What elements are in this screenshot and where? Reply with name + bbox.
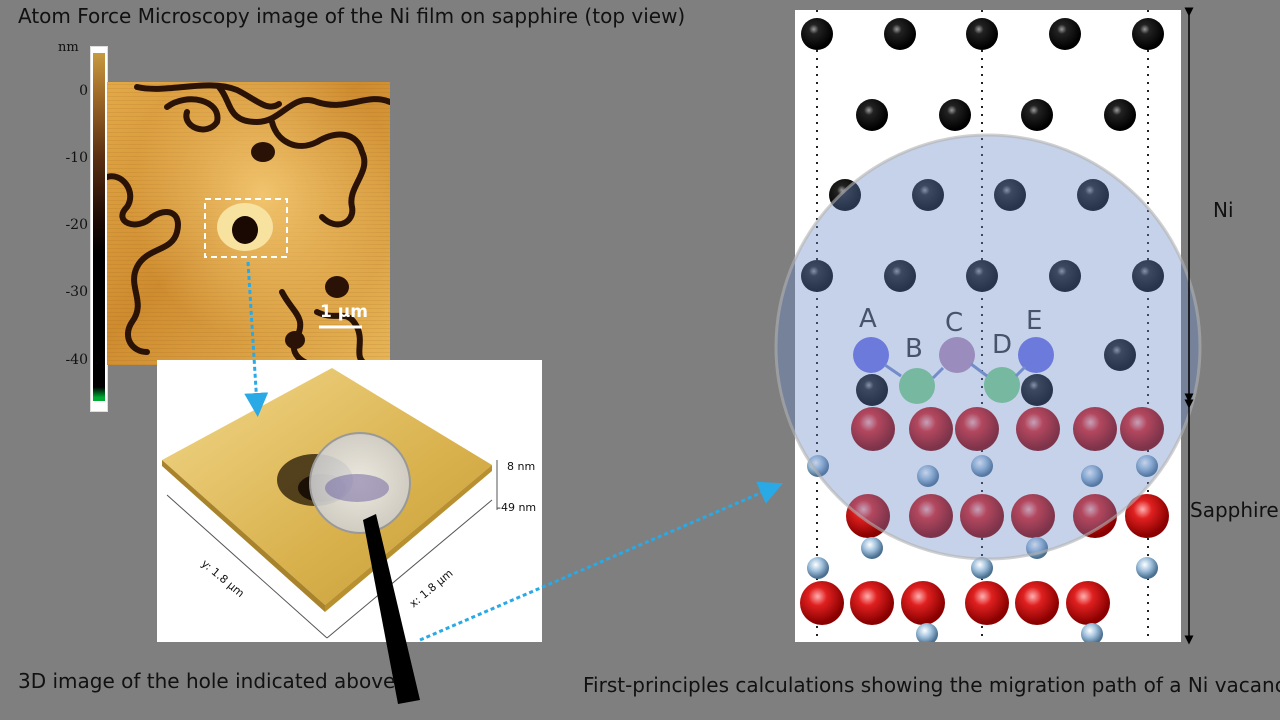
path-label-d: D — [992, 330, 1013, 360]
path-label-c: C — [945, 308, 964, 338]
colorbar-tick-40: -40 — [65, 352, 88, 368]
path-label-a: A — [859, 304, 877, 334]
colorbar-tick-30: -30 — [65, 284, 88, 300]
sapphire-layer-label: Sapphire — [1190, 498, 1279, 522]
z-max-label: 8 nm — [507, 460, 536, 473]
colorbar-tick-10: -10 — [65, 150, 88, 166]
path-label-b: B — [905, 334, 923, 364]
colorbar-tick-0: 0 — [79, 83, 88, 99]
caption-3d: 3D image of the hole indicated above — [18, 669, 396, 693]
colorbar — [90, 46, 108, 412]
scale-bar-label: 1 μm — [320, 302, 368, 322]
z-min-label: -49 nm — [497, 501, 537, 514]
ni-layer-label: Ni — [1213, 198, 1234, 222]
afm-title: Atom Force Microscopy image of the Ni fi… — [18, 4, 686, 28]
afm-image: 1 μm — [107, 82, 390, 365]
caption-simulation: First-principles calculations showing th… — [583, 673, 1280, 697]
hole-3d-panel: 8 nm -49 nm x: 1.8 μm y: 1.8 μm — [157, 360, 542, 642]
colorbar-tick-20: -20 — [65, 217, 88, 233]
colorbar-unit: nm — [58, 40, 79, 55]
simulation-panel: A B C D E — [795, 10, 1181, 642]
path-label-e: E — [1026, 306, 1043, 336]
